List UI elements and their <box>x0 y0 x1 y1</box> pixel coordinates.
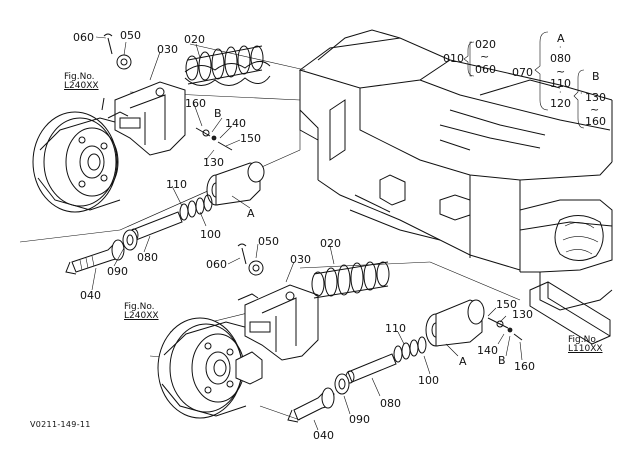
figure-ref-lower-line2: L240XX <box>124 311 159 322</box>
drawing-code: V0211-149-11 <box>30 420 91 429</box>
callout-050: 050 <box>120 29 141 42</box>
range-010-code: 010 <box>443 52 464 65</box>
idler-wheel-lower <box>157 317 263 419</box>
callout-060-lower: 060 <box>206 258 227 271</box>
range-070-code: 070 <box>512 66 533 79</box>
rings-upper <box>179 194 213 221</box>
range-070-a-to: 120 <box>550 97 571 110</box>
range-070-groupA: A <box>557 32 565 45</box>
figure-ref-lower-line1: Fig.No. <box>124 302 155 312</box>
idler-wheel-upper <box>32 111 131 213</box>
bracket-lower <box>237 284 319 361</box>
callout-080-lower: 080 <box>380 397 401 410</box>
figure-ref-frame-line1: Fig.No. <box>568 335 599 345</box>
rail-bar <box>529 281 611 345</box>
range-070-a-from: 080 <box>550 52 571 65</box>
range-070-tilde1: ~ <box>556 65 566 78</box>
callout-030-lower: 030 <box>290 253 311 266</box>
callout-B: B <box>214 107 222 120</box>
range-070-tilde2: ~ <box>590 103 600 116</box>
figure-ref-upper-line1: Fig.No. <box>64 72 95 82</box>
shaft-upper <box>129 211 183 242</box>
pin-nut-upper <box>103 33 132 70</box>
range-010-tilde: ~ <box>480 50 490 63</box>
callout-140: 140 <box>225 117 246 130</box>
pin-nut-lower <box>237 243 264 276</box>
callout-160: 160 <box>185 97 206 110</box>
range-070-b-from: 130 <box>585 91 606 104</box>
callout-020: 020 <box>184 33 205 46</box>
spring-lower <box>311 261 390 299</box>
axle-lower <box>287 387 335 423</box>
range-010-from: 020 <box>475 38 496 51</box>
figure-ref-lower[interactable]: Fig.No. L240XX <box>124 302 159 322</box>
callout-A-lower: A <box>459 355 467 368</box>
callout-110-lower: 110 <box>385 322 406 335</box>
collar-A-lower <box>425 299 485 347</box>
callout-160-lower: 160 <box>514 360 535 373</box>
callout-030: 030 <box>157 43 178 56</box>
callout-140-lower: 140 <box>477 344 498 357</box>
callout-B-lower: B <box>498 354 506 367</box>
range-010-to: 060 <box>475 63 496 76</box>
callout-080: 080 <box>137 251 158 264</box>
figure-ref-frame-line2: L110XX <box>568 344 603 355</box>
callout-060: 060 <box>73 31 94 44</box>
callout-020-lower: 020 <box>320 237 341 250</box>
washer-upper <box>122 229 138 251</box>
spring-upper <box>184 45 271 86</box>
callout-150-lower: 150 <box>496 298 517 311</box>
range-070-groupB: B <box>592 70 600 83</box>
callout-110: 110 <box>166 178 187 191</box>
callout-130-lower: 130 <box>512 308 533 321</box>
callout-040-lower: 040 <box>313 429 334 442</box>
callout-A: A <box>247 207 255 220</box>
callout-150: 150 <box>240 132 261 145</box>
collar-A-upper <box>206 161 265 206</box>
callout-090-lower: 090 <box>349 413 370 426</box>
washer-lower <box>334 373 350 395</box>
shaft-lower <box>345 353 397 384</box>
range-070-a-mid: 110 <box>550 77 571 90</box>
bracket-upper <box>101 81 186 156</box>
callout-130: 130 <box>203 156 224 169</box>
range-070-dot1: · <box>559 43 562 52</box>
rings-lower <box>393 336 427 363</box>
range-070-dot2: · <box>559 88 562 97</box>
figure-ref-frame[interactable]: Fig.No. L110XX <box>568 335 603 355</box>
callout-040: 040 <box>80 289 101 302</box>
range-070-b-to: 160 <box>585 115 606 128</box>
figure-ref-upper-line2: L240XX <box>64 81 99 92</box>
leader-lines <box>91 36 523 431</box>
track-frame <box>298 29 613 311</box>
grease-fitting-upper <box>195 127 233 151</box>
range-070-dot3: · <box>580 89 583 98</box>
callout-050-lower: 050 <box>258 235 279 248</box>
figure-ref-upper[interactable]: Fig.No. L240XX <box>64 72 99 92</box>
callout-090: 090 <box>107 265 128 278</box>
grease-fitting-lower <box>487 317 523 341</box>
callout-100-lower: 100 <box>418 374 439 387</box>
callout-100: 100 <box>200 228 221 241</box>
range-braces <box>463 31 585 129</box>
